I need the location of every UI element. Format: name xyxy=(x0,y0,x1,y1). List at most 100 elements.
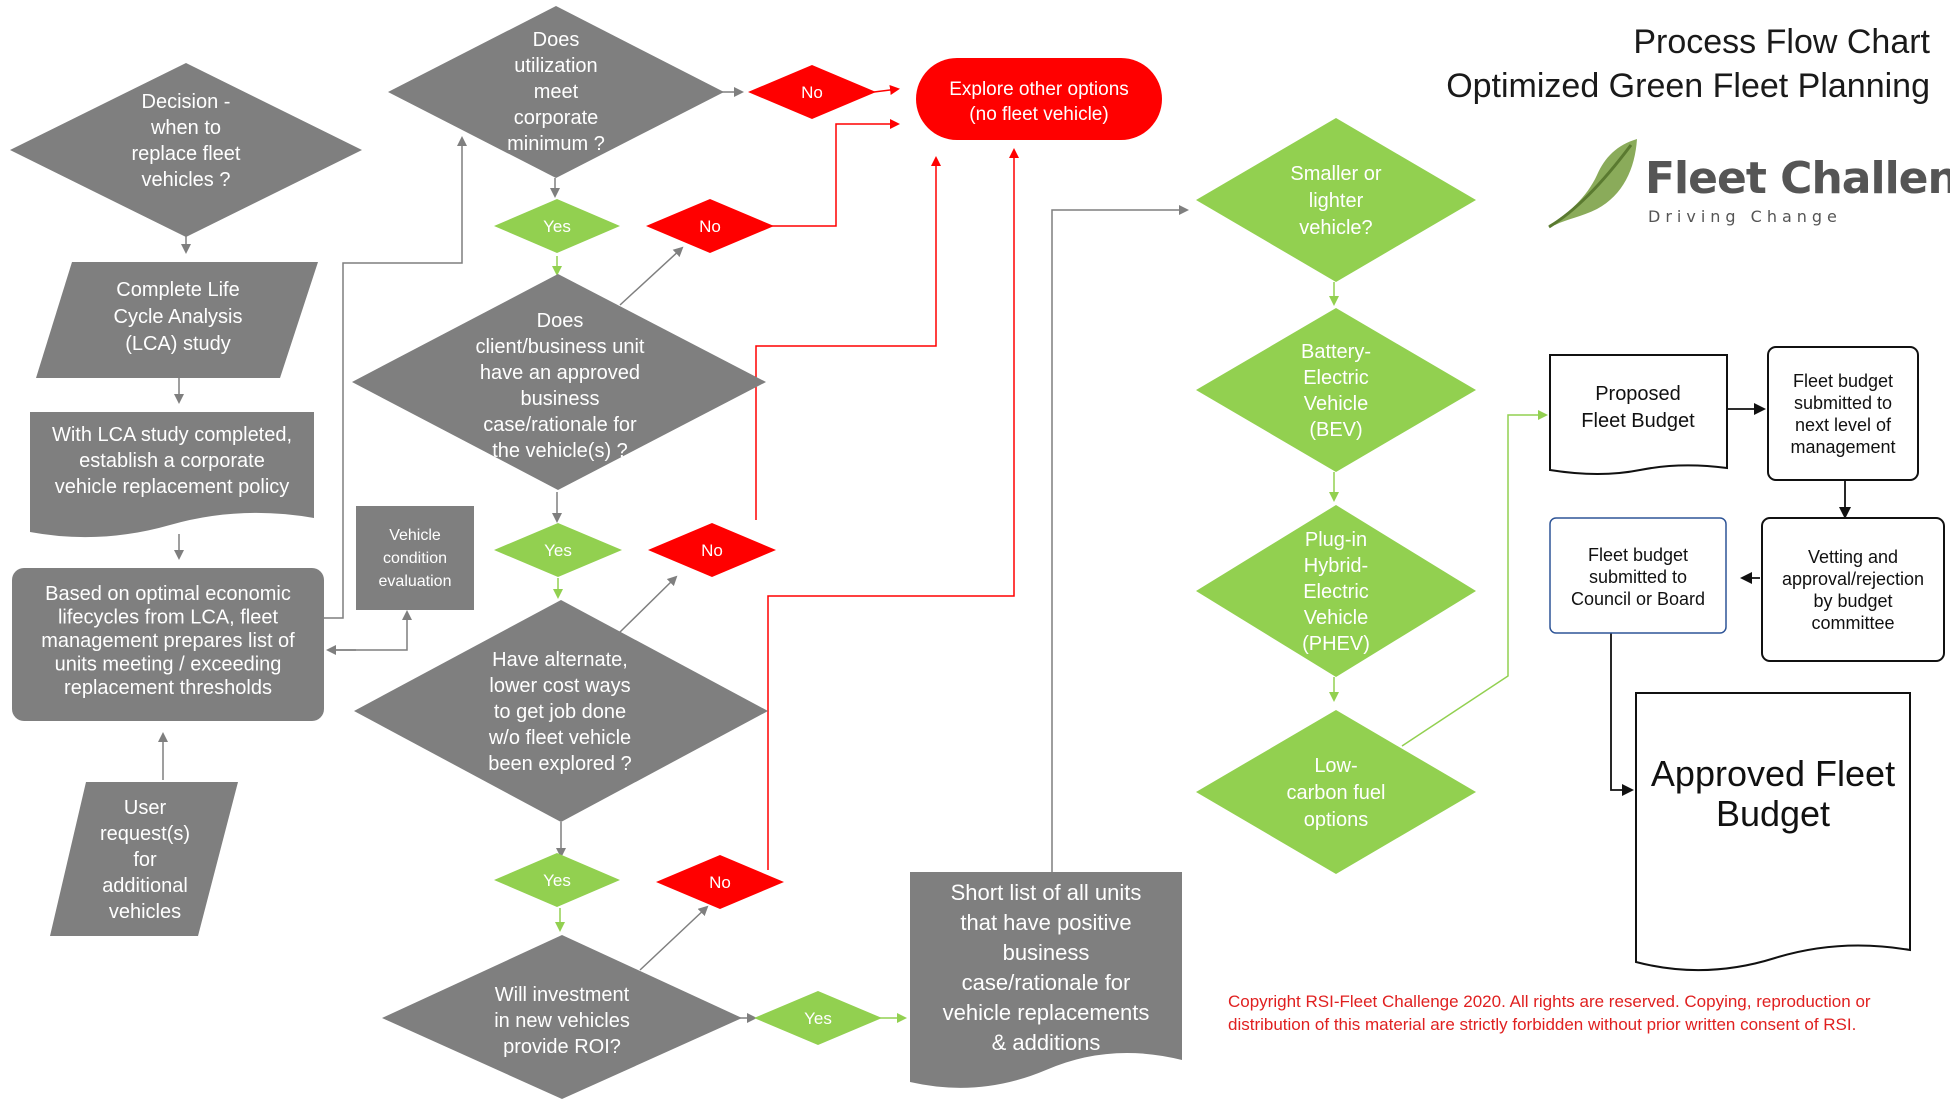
connector-roi-to-no xyxy=(639,905,709,971)
connector-no1-to-explore xyxy=(873,85,900,95)
yes-label-3: Yes xyxy=(543,871,571,890)
text-line: Fleet budget xyxy=(1588,545,1688,565)
text-line: Decision - xyxy=(142,91,231,113)
low-carbon-text: Low-carbon fuel options xyxy=(1287,755,1386,831)
text-line: lighter xyxy=(1309,190,1364,212)
text-line: have an approved xyxy=(480,362,640,384)
text-line: options xyxy=(1304,809,1369,831)
text-line: replace fleet xyxy=(132,143,241,165)
text-line: Fleet Budget xyxy=(1581,410,1695,432)
text-line: vehicle? xyxy=(1299,217,1372,239)
text-line: Budget xyxy=(1716,793,1830,834)
text-line: carbon fuel xyxy=(1287,782,1386,804)
text-line: Fleet budget xyxy=(1793,371,1893,391)
text-line: vehicles xyxy=(109,901,181,923)
decision-smaller-lighter: Smaller or lighter vehicle? xyxy=(1196,118,1476,282)
text-line: Complete Life xyxy=(116,279,239,301)
explore-options-text: Explore other options(no fleet vehicle) xyxy=(949,79,1129,125)
text-line: additional xyxy=(102,875,188,897)
no-label-4: No xyxy=(709,873,731,892)
text-line: condition xyxy=(383,550,447,567)
text-line: Short list of all units xyxy=(951,880,1142,905)
logo-tagline: Driving Change xyxy=(1648,207,1842,226)
decision-low-carbon: Low-carbon fuel options xyxy=(1196,710,1476,874)
text-line: vehicle replacement policy xyxy=(55,476,290,498)
decision-when-text: Decision - when to replace fleet vehicles ? xyxy=(132,91,241,191)
yes-diamond-4: Yes xyxy=(754,991,882,1045)
logo-name: Fleet Challenge xyxy=(1645,153,1950,204)
text-line: approval/rejection xyxy=(1782,569,1924,589)
text-line: Have alternate, xyxy=(492,649,628,671)
explore-other-options: Explore other options(no fleet vehicle) xyxy=(916,58,1162,140)
alternate-ways-text: Have alternate, lower cost ways to get job… xyxy=(488,649,632,775)
replacement-policy-text: With LCA study completed,establish a cor… xyxy=(52,424,292,498)
text-line: Plug-in xyxy=(1305,529,1367,551)
text-line: w/o fleet vehicle xyxy=(488,727,631,749)
text-line: Battery- xyxy=(1301,341,1371,363)
yes-diamond-2: Yes xyxy=(494,523,622,577)
text-line: to get job done xyxy=(494,701,626,723)
yes-diamond-1: Yes xyxy=(494,199,620,253)
text-line: lower cost ways xyxy=(489,675,630,697)
text-line: With LCA study completed, xyxy=(52,424,292,446)
connector-shortlist-to-smaller xyxy=(1051,205,1189,872)
title-line-1: Process Flow Chart xyxy=(1633,23,1930,61)
text-line: Vehicle xyxy=(389,527,441,544)
text-line: Cycle Analysis xyxy=(114,306,243,328)
text-line: submitted to xyxy=(1794,393,1892,413)
no-label-2: No xyxy=(699,217,721,236)
decision-alternate-ways: Have alternate, lower cost ways to get job… xyxy=(354,600,768,822)
text-line: management prepares list of xyxy=(41,630,295,652)
text-line: units meeting / exceeding xyxy=(55,654,282,676)
connector-list-to-utilization xyxy=(323,136,467,619)
text-line: case/rationale for xyxy=(962,970,1131,995)
text-line: Electric xyxy=(1303,367,1369,389)
text-line: Proposed xyxy=(1595,383,1681,405)
text-line: replacement thresholds xyxy=(64,677,272,699)
smaller-lighter-text: Smaller or lighter vehicle? xyxy=(1290,163,1381,239)
text-line: business xyxy=(521,388,600,410)
text-line: (no fleet vehicle) xyxy=(969,104,1108,125)
text-line: vehicles ? xyxy=(142,169,231,191)
yes-label-1: Yes xyxy=(543,217,571,236)
leaf-icon xyxy=(1548,139,1637,229)
text-line: Vetting and xyxy=(1808,547,1898,567)
no-diamond-1: No xyxy=(748,65,876,119)
text-line: when to xyxy=(150,117,221,139)
text-line: (PHEV) xyxy=(1302,633,1370,655)
connector-no3-to-explore xyxy=(755,156,941,520)
text-line: lifecycles from LCA, fleet xyxy=(58,607,279,629)
connector-bizcase-to-no xyxy=(619,246,684,306)
text-line: Low- xyxy=(1314,755,1357,777)
text-line: next level of xyxy=(1795,415,1892,435)
text-line: Council or Board xyxy=(1571,589,1705,609)
connector-alt-to-no xyxy=(619,575,678,633)
text-line: utilization xyxy=(514,55,597,77)
text-line: Smaller or xyxy=(1290,163,1381,185)
yes-diamond-3: Yes xyxy=(494,853,620,907)
text-line: management xyxy=(1790,437,1895,457)
text-line: Does xyxy=(533,29,580,51)
text-line: request(s) xyxy=(100,823,190,845)
text-line: minimum ? xyxy=(507,133,605,155)
text-line: the vehicle(s) ? xyxy=(492,440,628,462)
